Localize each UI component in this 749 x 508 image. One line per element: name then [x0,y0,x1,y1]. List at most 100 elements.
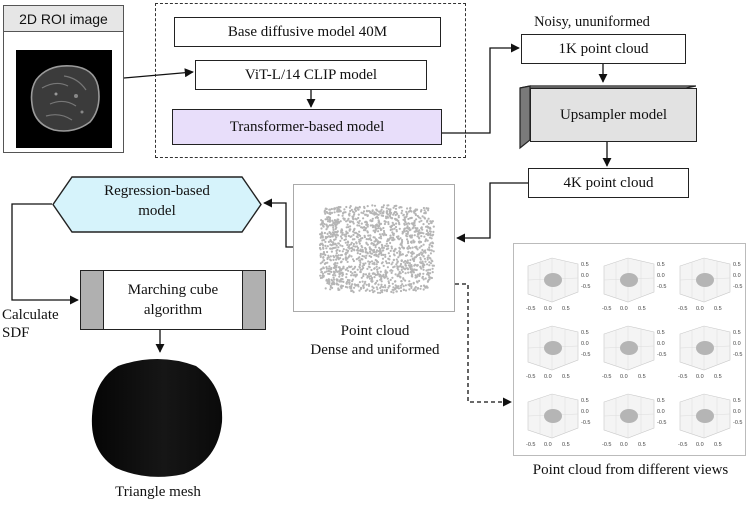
view-tick-label: -0.5 [602,306,611,312]
roi-image [16,50,112,148]
view-tick-label: -0.5 [602,442,611,448]
dense-cloud-caption-line1: Point cloud [340,323,410,339]
view-tick-label: 0.0 [657,341,665,347]
view-tick-label: 0.5 [638,374,646,380]
view-cloud-blob [620,341,638,355]
view-tick-label: 0.5 [581,262,589,268]
marching-left-cap [81,271,104,329]
view-tick-label: -0.5 [602,374,611,380]
view-tick-label: 0.5 [581,330,589,336]
view-tick-label: 0.5 [581,398,589,404]
view-thumbnail: 0.5 0.0 -0.5 -0.5 0.0 0.5 [526,393,590,448]
view-thumbnail: 0.5 0.0 -0.5 -0.5 0.0 0.5 [526,257,590,312]
view-cloud-blob [696,273,714,287]
view-tick-label: -0.5 [526,442,535,448]
view-tick-label: 0.0 [581,341,589,347]
generation-pipeline-group [155,3,466,158]
view-tick-label: 0.0 [544,442,552,448]
view-tick-label: 0.0 [581,409,589,415]
view-tick-label: 0.0 [620,374,628,380]
view-tick-label: 0.5 [714,306,722,312]
regression-label-line1: Regression-based [104,183,210,199]
view-cloud-blob [696,341,714,355]
view-tick-label: 0.0 [620,306,628,312]
view-thumbnail: 0.5 0.0 -0.5 -0.5 0.0 0.5 [526,325,590,380]
view-tick-label: 0.0 [696,374,704,380]
view-tick-label: -0.5 [657,420,666,426]
view-cloud-blob [620,409,638,423]
view-tick-label: -0.5 [678,306,687,312]
dense-cloud-points [318,204,435,294]
dense-point-cloud-panel [293,184,455,312]
marching-label: Marching cube algorithm [103,271,243,329]
cloud-1k-box: 1K point cloud [521,34,686,64]
view-tick-label: -0.5 [733,352,742,358]
view-cloud-blob [544,273,562,287]
view-tick-label: 0.5 [562,374,570,380]
view-tick-label: 0.0 [620,442,628,448]
arrow-dense-to-regression [263,198,293,248]
arrow-transformer-to-1k [442,43,520,134]
triangle-mesh-render [91,359,223,477]
view-cloud-blob [544,409,562,423]
view-tick-label: 0.5 [562,306,570,312]
view-tick-label: 0.0 [733,273,741,279]
view-tick-label: -0.5 [581,352,590,358]
view-tick-label: -0.5 [657,352,666,358]
view-tick-label: 0.0 [544,374,552,380]
views-caption: Point cloud from different views [532,462,729,478]
transformer-model-box: Transformer-based model [172,109,442,145]
view-tick-label: 0.5 [562,442,570,448]
view-tick-label: 0.5 [733,398,741,404]
view-tick-label: 0.5 [733,262,741,268]
view-cloud-blob [696,409,714,423]
upsampler-model-box: Upsampler model [530,88,697,142]
regression-label-line2: model [138,203,176,219]
arrow-dense-to-views [455,283,512,407]
view-tick-label: -0.5 [581,420,590,426]
view-cloud-blob [620,273,638,287]
view-tick-label: 0.5 [638,442,646,448]
view-tick-label: 0.5 [638,306,646,312]
cloud-4k-box: 4K point cloud [528,168,689,198]
view-tick-label: 0.5 [714,442,722,448]
noisy-caption: Noisy, ununiformed [534,14,650,30]
view-tick-label: 0.0 [657,409,665,415]
arrow-regression-to-marching [11,203,79,305]
view-tick-label: 0.0 [733,341,741,347]
view-tick-label: -0.5 [733,420,742,426]
clip-model-box: ViT-L/14 CLIP model [195,60,427,90]
triangle-mesh-caption: Triangle mesh [115,484,201,500]
view-tick-label: 0.0 [581,273,589,279]
view-tick-label: 0.5 [657,330,665,336]
regression-model-hexagon [52,176,262,233]
view-tick-label: -0.5 [526,306,535,312]
view-thumbnail: 0.5 0.0 -0.5 -0.5 0.0 0.5 [602,325,666,380]
view-tick-label: -0.5 [657,284,666,290]
view-tick-label: 0.5 [714,374,722,380]
view-tick-label: -0.5 [733,284,742,290]
sdf-label-line1: Calculate [2,307,59,323]
view-cloud-blob [544,341,562,355]
view-tick-label: -0.5 [526,374,535,380]
view-tick-label: 0.0 [544,306,552,312]
view-tick-label: -0.5 [678,442,687,448]
calculate-sdf-label: Calculate SDF [2,306,62,342]
dense-point-cloud [318,204,435,294]
dense-cloud-caption: Point cloud Dense and uniformed [290,322,460,360]
marching-label-line1: Marching cube [127,282,219,298]
sdf-label-line2: SDF [2,325,30,341]
view-tick-label: 0.5 [733,330,741,336]
marching-cube-box: Marching cube algorithm [80,270,266,330]
view-tick-label: 0.0 [657,273,665,279]
view-tick-label: -0.5 [581,284,590,290]
arrow-4k-to-dense [456,182,528,243]
base-diffusive-model-box: Base diffusive model 40M [174,17,441,47]
